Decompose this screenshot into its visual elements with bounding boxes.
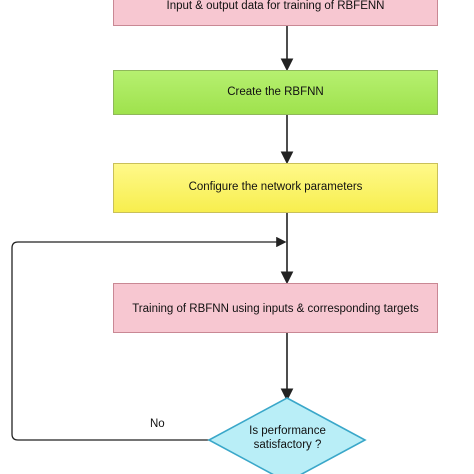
configure-parameters-box: Configure the network parameters	[113, 163, 438, 213]
configure-parameters-label: Configure the network parameters	[188, 181, 363, 194]
create-rbfnn-box: Create the RBFNN	[113, 70, 438, 115]
no-branch-label: No	[150, 418, 165, 430]
decision-label: Is performance satisfactory ?	[249, 425, 326, 451]
training-label: Training of RBFNN using inputs & corresp…	[132, 303, 419, 316]
input-output-data-box: Input & output data for training of RBFE…	[113, 0, 438, 26]
training-box: Training of RBFNN using inputs & corresp…	[113, 283, 438, 333]
decision-diamond	[207, 397, 367, 474]
create-rbfnn-label: Create the RBFNN	[227, 85, 324, 98]
input-output-data-label: Input & output data for training of RBFE…	[166, 0, 385, 13]
arrow-no-loop	[11, 236, 287, 441]
